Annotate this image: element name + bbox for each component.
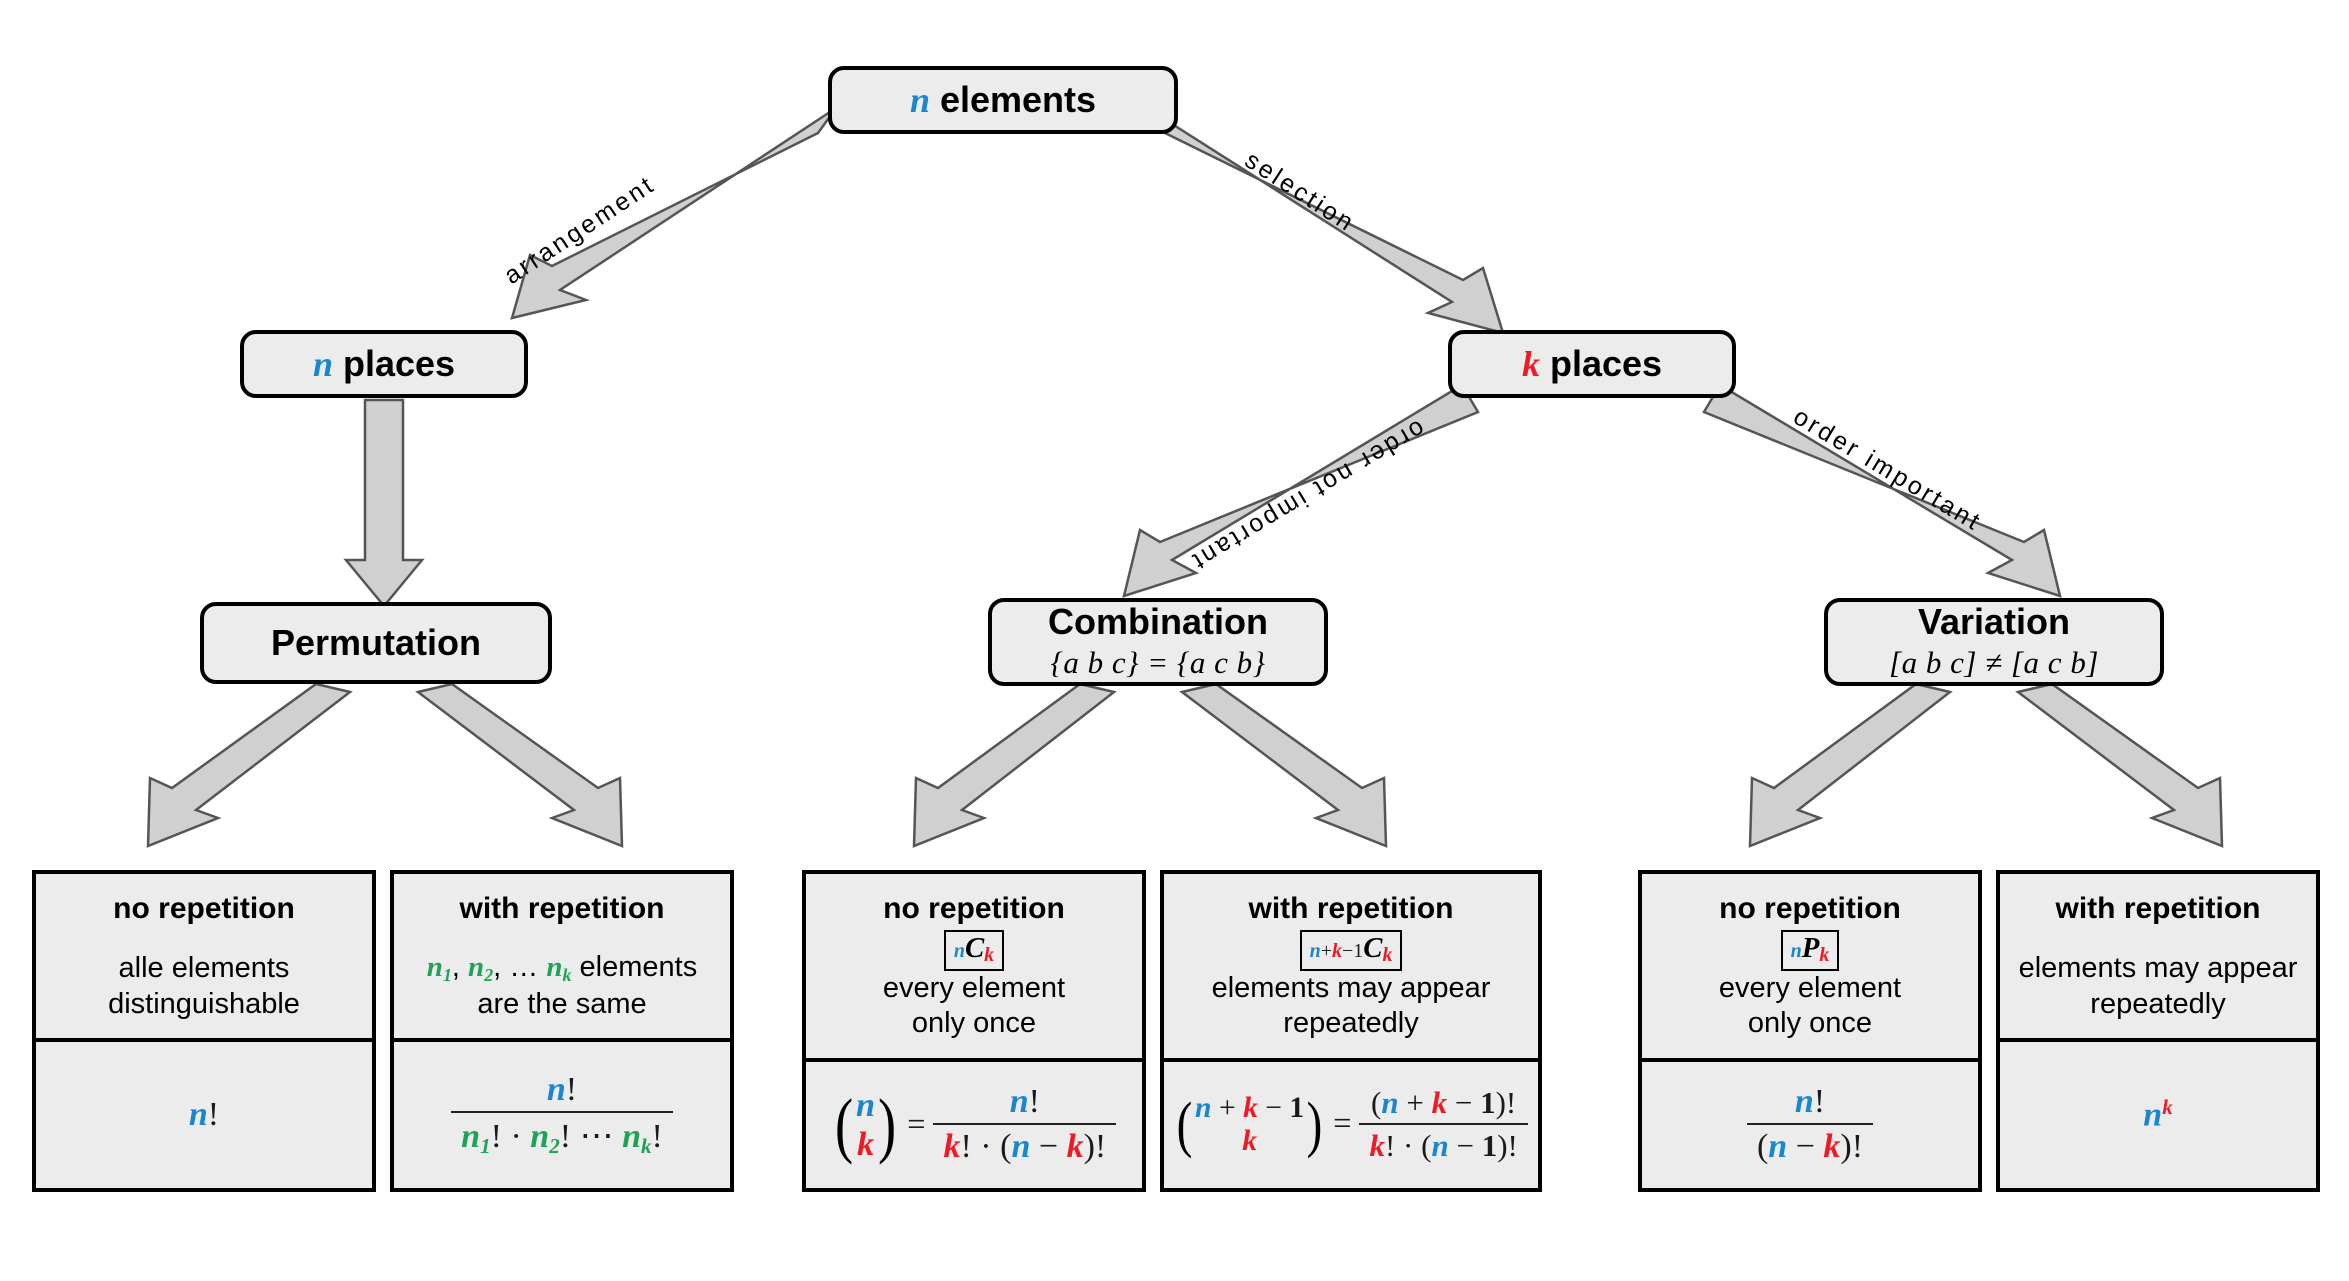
notation-nPk: nPk [1780,930,1840,971]
node-n-elements-rest: elements [929,78,1097,120]
leaf-combination-no-repetition[interactable]: no repetition nCk every element only onc… [802,870,1146,1192]
desc-line-1: elements may appear [2018,952,2298,985]
node-k-places[interactable]: k places [1448,330,1736,398]
leaf-upper: with repetition n1, n2, … nk elements ar… [394,874,730,1042]
arrow-variation-left [1748,682,1953,848]
arrow-permutation-right [415,682,624,848]
formula-variation: n! (n − k)! [1746,1083,1874,1166]
leaf-upper: no repetition nCk every element only onc… [806,874,1142,1062]
node-permutation-title: Permutation [270,622,482,664]
symbol-n: n [909,79,930,120]
arrow-arrangement [510,106,838,320]
arrow-order-important [1702,383,2062,598]
leaf-header: no repetition [883,892,1065,925]
desc-line-2: only once [1747,1007,1873,1040]
node-variation[interactable]: Variation [a b c] ≠ [a c b] [1824,598,2164,686]
node-n-places[interactable]: n places [240,330,528,398]
node-combination[interactable]: Combination {a b c} = {a c b} [988,598,1328,686]
arrow-combination-right [1179,682,1388,848]
leaf-formula-cell: nk [2000,1042,2316,1188]
node-variation-subtitle: [a b c] ≠ [a c b] [1889,644,2099,680]
arrow-combination-left [912,682,1117,848]
leaf-upper: no repetition alle elements distinguisha… [36,874,372,1042]
symbol-k: k [1521,343,1540,384]
leaf-description: alle elements distinguishable [102,951,306,1022]
leaf-header: no repetition [1719,892,1901,925]
node-n-elements-label: n elements [909,78,1097,120]
leaf-description: elements may appear repeatedly [2013,951,2304,1022]
edge-label-order-important: order important [1788,402,1987,537]
node-combination-title: Combination [1048,601,1268,643]
edge-label-order-not-important: order not important [1185,414,1430,577]
leaf-formula-cell: n! n1! · n2! ⋯ nk! [394,1042,730,1188]
edge-label-selection: selection [1239,145,1361,238]
desc-line-1: alle elements [118,952,290,985]
desc-line-2: distinguishable [108,987,300,1020]
desc-line-2: only once [911,1007,1037,1040]
leaf-permutation-no-repetition[interactable]: no repetition alle elements distinguisha… [32,870,376,1192]
leaf-header: no repetition [113,892,295,925]
leaf-description: every element only once [1713,971,1907,1042]
node-k-places-label: k places [1521,342,1663,384]
leaf-header: with repetition [459,892,665,925]
arrow-variation-right [2015,682,2224,848]
edge-label-arrangement: arrangement [499,170,661,290]
leaf-combination-with-repetition[interactable]: with repetition n+k−1Ck elements may app… [1160,870,1542,1192]
node-n-places-label: n places [312,342,456,384]
leaf-formula-cell: n! [36,1042,372,1188]
node-variation-title: Variation [1917,601,2071,643]
desc-line-2: repeatedly [2090,987,2226,1020]
leaf-description: every element only once [877,971,1071,1042]
notation-nCk: nCk [943,930,1005,971]
leaf-description: n1, n2, … nk elements are the same [421,950,703,1022]
desc-line-1: every element [1718,972,1902,1004]
formula-n-factorial: n! [188,1096,220,1133]
leaf-upper: no repetition nPk every element only onc… [1642,874,1978,1062]
node-permutation[interactable]: Permutation [200,602,552,684]
arrow-n-places-permutation [343,398,425,608]
node-combination-subtitle: {a b c} = {a c b} [1050,644,1266,680]
node-k-places-rest: places [1539,342,1663,384]
node-n-elements[interactable]: n elements [828,66,1178,134]
leaf-header: with repetition [2055,892,2261,925]
leaf-variation-with-repetition[interactable]: with repetition elements may appear repe… [1996,870,2320,1192]
leaf-description: elements may appear repeatedly [1206,971,1497,1042]
leaf-permutation-with-repetition[interactable]: with repetition n1, n2, … nk elements ar… [390,870,734,1192]
desc-line-2: are the same [477,987,647,1020]
leaf-variation-no-repetition[interactable]: no repetition nPk every element only onc… [1638,870,1982,1192]
formula-n-power-k: nk [2143,1095,2173,1134]
symbol-n: n [312,343,333,384]
desc-line-1: every element [882,972,1066,1004]
desc-line-1: elements may appear [1211,972,1491,1004]
leaf-formula-cell: n! (n − k)! [1642,1062,1978,1188]
formula-multiset-permutation: n! n1! · n2! ⋯ nk! [451,1071,673,1159]
desc-line-2: repeatedly [1283,1007,1419,1040]
node-n-places-rest: places [332,342,456,384]
leaf-header: with repetition [1248,892,1454,925]
notation-n-plus-k-minus-1-C-k: n+k−1Ck [1299,930,1403,971]
leaf-upper: with repetition elements may appear repe… [2000,874,2316,1042]
arrow-permutation-left [146,682,353,848]
desc-line-1: n1, n2, … nk elements [426,950,698,985]
leaf-upper: with repetition n+k−1Ck elements may app… [1164,874,1538,1062]
